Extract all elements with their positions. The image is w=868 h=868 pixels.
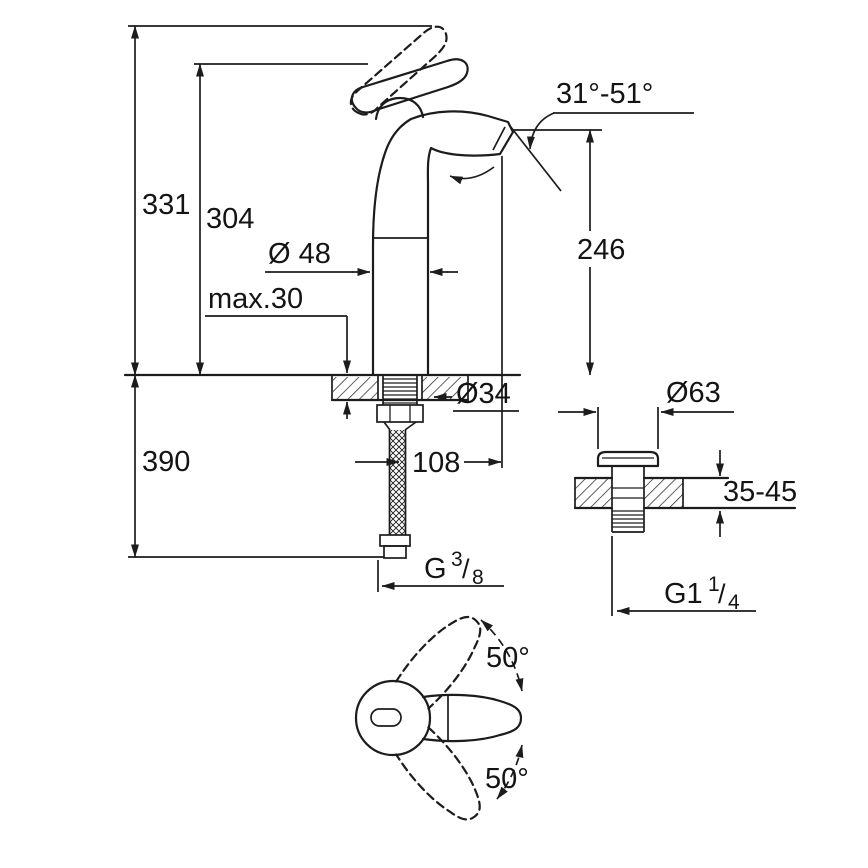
- dim-body-diameter: Ø 48: [268, 238, 331, 270]
- thread-g38-prefix: G: [424, 553, 447, 585]
- ext-lines-d63: [597, 407, 659, 449]
- thread-g114-prefix: G1: [664, 578, 703, 610]
- faucet-body-outline: [371, 110, 515, 377]
- thread-g114-denominator: 4: [728, 591, 740, 614]
- swivel-arc-down: [496, 744, 524, 800]
- leader-spout-angle: [526, 112, 555, 150]
- thread-g114-slash: /: [718, 579, 726, 609]
- handle-top-ghost-up: [395, 615, 482, 710]
- deck-hatch-right: [422, 377, 467, 399]
- drain-deck-hatch-left: [575, 479, 612, 508]
- lever-handle: [350, 58, 469, 114]
- dim-swivel-down: 50°: [485, 763, 529, 795]
- shank-threads: [383, 378, 417, 404]
- dim-waste-deck-range: 35-45: [723, 476, 797, 508]
- dim-spout-angle: 31°-51°: [556, 78, 653, 110]
- mounting-nut: [376, 404, 424, 423]
- shank-outline: [382, 375, 418, 405]
- swivel-arc-up: [480, 619, 524, 692]
- deck-hatch-left: [333, 377, 378, 399]
- dim-spout-height: 246: [577, 234, 625, 266]
- body-top-circle: [354, 679, 432, 757]
- drain-threads: [612, 487, 644, 528]
- dim-deck-max: max.30: [208, 283, 303, 315]
- drain-body-sides: [611, 466, 645, 532]
- thread-g38-denominator: 8: [472, 566, 484, 589]
- dim-swivel-up: 50°: [486, 642, 530, 674]
- spout-slot: [370, 708, 402, 727]
- handle-top-solid: [421, 693, 523, 743]
- dim-hole-diameter: Ø34: [456, 378, 511, 410]
- drain-deck-edges: [574, 478, 684, 508]
- dimensions-main-view: 331 304 390 max.30 Ø 48 31°-51° 246 Ø34: [128, 25, 694, 592]
- dim-projection: 108: [412, 447, 460, 479]
- dim-total-height: 331: [142, 189, 190, 221]
- spout-rotation-arc: [449, 166, 495, 185]
- waste-drain-view: Ø63 35-45 G1 1 / 4: [558, 377, 797, 616]
- dim-hose-length: 390: [142, 446, 190, 478]
- dim-waste-flange-diameter: Ø63: [666, 377, 721, 409]
- deck-edges: [331, 375, 469, 400]
- nut-facets: [389, 405, 411, 422]
- spout-angle-ray: [509, 125, 562, 192]
- aerator-line: [492, 126, 506, 151]
- lever-handle-raised-ghost: [349, 25, 448, 116]
- faucet-top-view: 50° 50°: [354, 615, 530, 821]
- hose-taper: [383, 421, 417, 431]
- thread-g114-numerator: 1: [708, 573, 720, 596]
- flex-hose-braid: [389, 430, 406, 535]
- drain-deck-hatch-right: [644, 479, 683, 508]
- hose-fitting-lower: [383, 545, 407, 559]
- thread-g38-numerator: 3: [451, 548, 463, 571]
- drain-cap: [596, 450, 660, 468]
- hose-fitting-upper: [379, 534, 411, 547]
- flex-hose-edges: [388, 430, 407, 535]
- thread-g38-slash: /: [462, 554, 470, 584]
- dim-body-height: 304: [206, 203, 254, 235]
- handle-top-ghost-down: [395, 726, 481, 821]
- faucet-side-view: [123, 25, 562, 559]
